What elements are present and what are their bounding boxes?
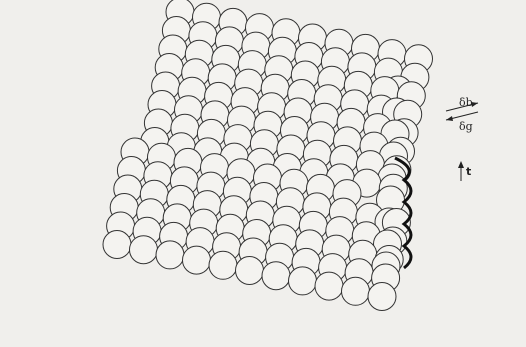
atom-circle (289, 267, 317, 295)
atom-circle (342, 277, 370, 305)
atom-circle (368, 283, 396, 311)
atom-circle (236, 257, 264, 285)
atom-circle (315, 272, 343, 300)
t-arrowhead (458, 161, 464, 168)
atom-circle (103, 231, 131, 259)
atom-circle (209, 251, 237, 279)
atom-lattice (103, 0, 433, 311)
delta-b-label: δb (459, 97, 473, 108)
delta-g-label: δg (459, 121, 473, 132)
vector-arrows (446, 102, 478, 181)
t-label: t (466, 166, 471, 177)
atom-circle (262, 262, 290, 290)
atom-circle (183, 246, 211, 274)
atom-circle (156, 241, 184, 269)
atom-circle (130, 236, 158, 264)
